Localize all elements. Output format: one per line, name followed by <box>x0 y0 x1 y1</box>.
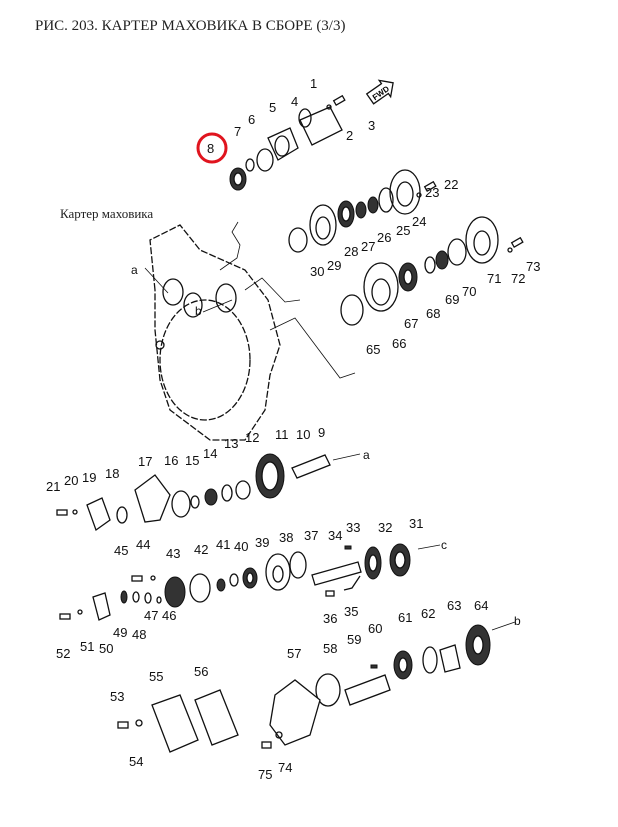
part-number[interactable]: 74 <box>278 760 292 775</box>
part-number[interactable]: 22 <box>444 177 458 192</box>
part-number[interactable]: 4 <box>291 94 298 109</box>
part-number[interactable]: 31 <box>409 516 423 531</box>
part-number[interactable]: 49 <box>113 625 127 640</box>
housing-label: Картер маховика <box>60 206 154 221</box>
part-number[interactable]: 10 <box>296 427 310 442</box>
shaft-a-parts <box>56 453 361 532</box>
part-number[interactable]: 18 <box>105 466 119 481</box>
upper-shaft-parts <box>288 169 524 326</box>
part-number[interactable]: 35 <box>344 604 358 619</box>
part-number[interactable]: 57 <box>287 646 301 661</box>
part-number[interactable]: 23 <box>425 185 439 200</box>
part-number[interactable]: 60 <box>368 621 382 636</box>
part-number[interactable]: 21 <box>46 479 60 494</box>
part-number[interactable]: 58 <box>323 641 337 656</box>
part-number[interactable]: 29 <box>327 258 341 273</box>
part-number[interactable]: 44 <box>136 537 150 552</box>
part-number[interactable]: 14 <box>203 446 217 461</box>
part-number[interactable]: 15 <box>185 453 199 468</box>
top-cover-parts <box>229 94 346 191</box>
part-number[interactable]: 55 <box>149 669 163 684</box>
part-number-highlighted[interactable]: 8 <box>207 141 214 156</box>
part-number[interactable]: 13 <box>224 436 238 451</box>
part-number[interactable]: 62 <box>421 606 435 621</box>
part-number[interactable]: 25 <box>396 223 410 238</box>
part-number[interactable]: 46 <box>162 608 176 623</box>
part-number[interactable]: 50 <box>99 641 113 656</box>
part-number[interactable]: 9 <box>318 425 325 440</box>
part-number[interactable]: 40 <box>234 539 248 554</box>
shaft-letter-a: a <box>131 263 138 277</box>
part-number[interactable]: 54 <box>129 754 143 769</box>
part-number[interactable]: 52 <box>56 646 70 661</box>
part-number[interactable]: 24 <box>412 214 426 229</box>
part-number[interactable]: 1 <box>310 76 317 91</box>
part-number[interactable]: 59 <box>347 632 361 647</box>
part-number[interactable]: 42 <box>194 542 208 557</box>
part-number[interactable]: 16 <box>164 453 178 468</box>
fwd-arrow-icon: FWD <box>365 79 394 105</box>
part-number[interactable]: 66 <box>392 336 406 351</box>
shaft-letter-b-lower: b <box>514 614 521 628</box>
shaft-c-parts <box>59 543 441 621</box>
part-callouts: 1 2 3 4 5 6 7 8 9 10 11 12 13 14 15 16 1… <box>46 76 540 782</box>
flywheel-housing <box>144 221 356 441</box>
part-number[interactable]: 69 <box>445 292 459 307</box>
part-number[interactable]: 20 <box>64 473 78 488</box>
part-number[interactable]: 38 <box>279 530 293 545</box>
part-number[interactable]: 30 <box>310 264 324 279</box>
part-number[interactable]: 64 <box>474 598 488 613</box>
part-number[interactable]: 47 <box>144 608 158 623</box>
part-number[interactable]: 61 <box>398 610 412 625</box>
part-number[interactable]: 11 <box>275 427 289 442</box>
part-number[interactable]: 28 <box>344 244 358 259</box>
part-number[interactable]: 26 <box>377 230 391 245</box>
part-number[interactable]: 68 <box>426 306 440 321</box>
part-number[interactable]: 36 <box>323 611 337 626</box>
part-number[interactable]: 39 <box>255 535 269 550</box>
part-number[interactable]: 41 <box>216 537 230 552</box>
part-number[interactable]: 48 <box>132 627 146 642</box>
shaft-letter-b: b <box>195 304 202 318</box>
part-number[interactable]: 63 <box>447 598 461 613</box>
part-number[interactable]: 56 <box>194 664 208 679</box>
part-number[interactable]: 75 <box>258 767 272 782</box>
part-number[interactable]: 65 <box>366 342 380 357</box>
part-number[interactable]: 6 <box>248 112 255 127</box>
part-number[interactable]: 17 <box>138 454 152 469</box>
part-number[interactable]: 37 <box>304 528 318 543</box>
highlight-circle <box>196 132 228 164</box>
part-number[interactable]: 27 <box>361 239 375 254</box>
part-number[interactable]: 43 <box>166 546 180 561</box>
part-number[interactable]: 12 <box>245 430 259 445</box>
part-number[interactable]: 45 <box>114 543 128 558</box>
part-number[interactable]: 72 <box>511 271 525 286</box>
part-number[interactable]: 33 <box>346 520 360 535</box>
part-number[interactable]: 51 <box>80 639 94 654</box>
part-number[interactable]: 71 <box>487 271 501 286</box>
part-number[interactable]: 70 <box>462 284 476 299</box>
part-number[interactable]: 3 <box>368 118 375 133</box>
part-number[interactable]: 67 <box>404 316 418 331</box>
figure-title: РИС. 203. КАРТЕР МАХОВИКА В СБОРЕ (3/3) <box>35 18 346 34</box>
part-number[interactable]: 2 <box>346 128 353 143</box>
shaft-letter-c: c <box>441 538 447 552</box>
shaft-b-parts <box>117 621 516 753</box>
part-number[interactable]: 19 <box>82 470 96 485</box>
part-number[interactable]: 34 <box>328 528 342 543</box>
part-number[interactable]: 32 <box>378 520 392 535</box>
part-number[interactable]: 53 <box>110 689 124 704</box>
part-number[interactable]: 7 <box>234 124 241 139</box>
part-number[interactable]: 73 <box>526 259 540 274</box>
part-number[interactable]: 5 <box>269 100 276 115</box>
shaft-letter-a-lower: a <box>363 448 370 462</box>
